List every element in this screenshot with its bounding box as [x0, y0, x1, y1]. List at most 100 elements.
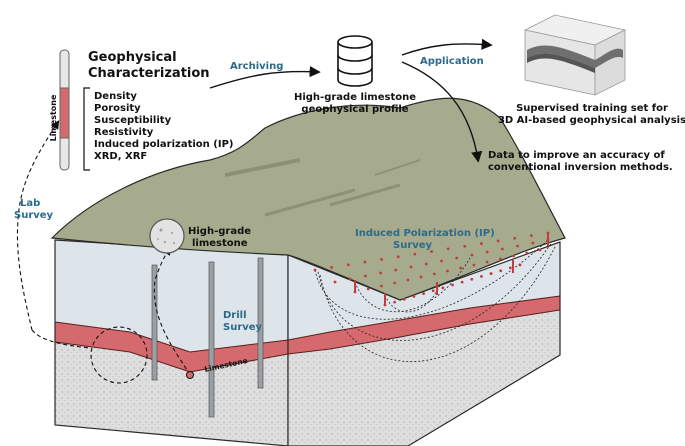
properties-list: Density Porosity Susceptibility Resistiv… [94, 91, 233, 162]
sample-label: High-grade [188, 226, 251, 237]
electrode-dot [538, 248, 542, 252]
terrain-ridge [329, 183, 401, 207]
core-sample-icon [59, 49, 70, 171]
drill-hole [208, 261, 215, 418]
electrode-dot [470, 277, 474, 281]
block-model [50, 97, 566, 446]
electrode-dot [485, 250, 489, 254]
property-item: XRD, XRF [94, 151, 147, 162]
lab-survey-arrow [16, 120, 60, 331]
terrain-ridge [224, 158, 301, 177]
electrode-dot [366, 287, 370, 291]
drill-survey-label-line2: Survey [223, 322, 263, 333]
electrode-dot [412, 295, 416, 298]
electrode-dot [446, 269, 449, 273]
archiving-label: Archiving [230, 61, 283, 72]
property-item: Density [94, 91, 137, 102]
properties-bracket [83, 87, 90, 171]
terrain-ridge [264, 188, 356, 217]
property-item: Resistivity [94, 127, 154, 138]
drill-hole [151, 264, 158, 381]
electrode-dot [480, 242, 483, 245]
drill-survey-label: Drill [223, 310, 247, 321]
ip-electrode-array [313, 231, 550, 307]
electrode-dot [460, 280, 464, 284]
electrode-dot [531, 241, 535, 245]
application-arrow [401, 38, 493, 56]
sample-label-line2: limestone [192, 238, 248, 249]
electrode-dot [380, 258, 383, 261]
electrode-dot [496, 239, 500, 243]
electrode-dot [451, 283, 454, 287]
electrode-dot [485, 260, 489, 264]
3d-model-cube-icon [523, 14, 627, 96]
training-label: Supervised training set for [516, 103, 668, 114]
electrode-dot [364, 274, 367, 278]
electrode-dot [394, 268, 398, 272]
electrode-dot [409, 265, 413, 269]
geophysical-title-line2: Characterization [88, 66, 210, 81]
electrode-dot [330, 265, 334, 269]
database-icon [337, 35, 373, 87]
electrode-dot [393, 300, 397, 304]
electrode-dot [446, 247, 450, 251]
lab-sample-zone [90, 326, 148, 384]
electrode-dot [518, 263, 522, 267]
electrode-dot [422, 292, 425, 295]
property-item: Induced polarization (IP) [94, 139, 233, 150]
electrode-dot [432, 272, 436, 276]
archiving-arrow [209, 66, 321, 89]
lab-survey-label: Lab [20, 198, 40, 209]
terrain-ridge [374, 159, 421, 176]
electrode-dot [441, 286, 445, 290]
geophysical-title: Geophysical [88, 50, 177, 65]
limestone-layer-left [55, 321, 288, 373]
data-label-line2: conventional inversion methods. [488, 162, 673, 173]
electrode-dot [348, 277, 352, 281]
lab-survey-label-line2: Survey [14, 210, 54, 221]
electrode-dot [424, 262, 428, 266]
lab-survey-link [31, 329, 91, 349]
ip-survey-label-line2: Survey [393, 240, 433, 251]
electrode-dot [402, 297, 406, 301]
electrode-dot [413, 252, 417, 256]
electrode-dot [508, 266, 512, 270]
electrode-dot [396, 255, 400, 259]
electrode-dot [529, 234, 533, 238]
sample-arrow [153, 246, 191, 376]
terrain-surface [50, 97, 566, 301]
limestone-layer-right [288, 295, 560, 355]
electrode-dot [525, 251, 529, 255]
electrode-dot [431, 289, 435, 293]
ip-electrodes [354, 233, 549, 306]
profile-label: High-grade limestone [294, 92, 416, 103]
electrode-dot [333, 280, 337, 284]
electrode-dot [455, 256, 459, 260]
electrode-dot [489, 272, 493, 275]
sample-point [186, 371, 194, 379]
ip-current-lines [314, 239, 557, 362]
property-item: Porosity [94, 103, 141, 114]
electrode-dot [419, 275, 423, 279]
electrode-dot [459, 266, 463, 270]
electrode-dot [380, 284, 383, 288]
electrode-dot [472, 263, 476, 267]
application-label: Application [420, 56, 484, 67]
drill-hole [257, 257, 264, 389]
rock-sample-icon [149, 218, 185, 254]
electrode-dot [379, 271, 383, 275]
electrode-dot [393, 281, 397, 285]
electrode-dot [406, 278, 410, 282]
property-item: Susceptibility [94, 115, 172, 126]
electrode-dot [499, 269, 503, 273]
electrode-dot [363, 260, 367, 264]
electrode-dot [516, 244, 519, 248]
profile-label-line2: geophysical profile [301, 104, 408, 115]
electrode-dot [313, 268, 317, 272]
electrode-dot [440, 259, 443, 263]
data-arrow [401, 61, 483, 163]
electrode-dot [463, 244, 467, 248]
electrode-dot [512, 254, 515, 258]
training-label-line2: 3D AI-based geophysical analysis [498, 115, 685, 126]
